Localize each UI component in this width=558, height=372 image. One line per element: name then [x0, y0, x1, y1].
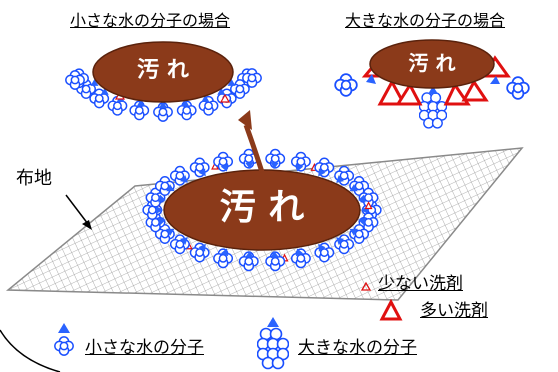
- water-molecule-arrow: [270, 161, 279, 170]
- water-molecule-small: [189, 157, 210, 178]
- large-detergent-label: 多い洗剤: [420, 301, 488, 321]
- water-molecule-arrow: [220, 248, 229, 257]
- water-molecule-arrow: [217, 87, 226, 95]
- water-molecule-arrow: [366, 74, 376, 84]
- water-molecule-arrow: [166, 184, 175, 192]
- water-molecule-small: [198, 95, 219, 116]
- small-case-dirt-blob: [92, 41, 234, 103]
- large-molecule-arrow-icon: [267, 317, 279, 327]
- water-molecule-arrow: [295, 248, 304, 257]
- large-molecule-label: 大きな水の分子: [298, 338, 417, 358]
- large-detergent-icon: [379, 298, 403, 321]
- water-molecule-large: [334, 73, 358, 97]
- water-molecule-arrow: [201, 94, 210, 102]
- detergent-small: [364, 201, 373, 210]
- water-molecule-arrow: [318, 243, 326, 252]
- large-case-dirt-label: 汚 れ: [408, 51, 456, 75]
- water-molecule-arrow: [358, 194, 366, 203]
- water-molecule-arrow: [349, 184, 358, 192]
- water-molecule-arrow: [227, 78, 236, 86]
- detergent-large: [443, 81, 471, 106]
- water-molecule-arrow: [159, 101, 167, 108]
- water-molecule-arrow: [90, 78, 99, 86]
- small-molecule-arrow-icon: [58, 323, 70, 333]
- water-molecule-arrow: [490, 76, 500, 84]
- water-molecule-arrow: [181, 99, 190, 107]
- large-molecule-icon: [257, 327, 289, 370]
- small-case-dirt-label: 汚 れ: [137, 58, 189, 83]
- water-molecule-arrow: [198, 243, 206, 252]
- water-molecule-arrow: [245, 161, 254, 170]
- water-molecule-large: [506, 76, 530, 100]
- decorative-curve: [0, 329, 61, 372]
- water-molecule-arrow: [198, 168, 206, 177]
- water-molecule-arrow: [180, 175, 188, 183]
- small-case-title: 小さな水の分子の場合: [70, 11, 231, 30]
- lift-arrow-head: [238, 110, 252, 130]
- main-dirt-label: 汚 れ: [219, 187, 305, 228]
- water-molecule-arrow: [158, 194, 166, 203]
- water-molecule-arrow: [336, 237, 344, 245]
- small-detergent-icon: [360, 281, 372, 291]
- fabric-pointer-arrow: [65, 194, 89, 225]
- water-molecule-arrow: [270, 250, 279, 259]
- water-molecule-arrow: [180, 237, 188, 245]
- large-case-dirt-blob: [369, 39, 495, 89]
- water-molecule-arrow: [156, 206, 163, 214]
- main-molecule-ring: [142, 148, 382, 272]
- small-detergent-label: 少ない洗剤: [378, 274, 463, 294]
- fabric-pointer-head: [82, 220, 92, 230]
- detergent-large: [461, 79, 489, 102]
- water-molecule-arrow: [295, 163, 304, 172]
- water-molecule-arrow: [349, 228, 358, 236]
- water-molecule-arrow: [166, 228, 175, 236]
- water-molecule-arrow: [428, 86, 438, 94]
- water-molecule-arrow: [358, 217, 366, 226]
- large-case-title: 大きな水の分子の場合: [345, 11, 506, 30]
- water-molecule-arrow: [220, 163, 229, 172]
- fabric-label: 布地: [16, 168, 52, 189]
- water-molecule-arrow: [158, 217, 166, 226]
- water-molecule-arrow: [136, 99, 145, 107]
- lift-arrow: [243, 124, 265, 173]
- water-molecule-arrow: [245, 250, 254, 259]
- water-molecule-arrow: [318, 168, 326, 177]
- detergent-large: [395, 82, 423, 106]
- small-molecule-label: 小さな水の分子: [85, 338, 204, 358]
- small-molecule-icon: [54, 336, 74, 356]
- water-molecule-arrow: [100, 87, 109, 95]
- detergent-large: [377, 78, 407, 106]
- water-molecule-arrow: [336, 175, 344, 183]
- detergent-small: [219, 93, 231, 103]
- water-molecule-large: [419, 92, 447, 129]
